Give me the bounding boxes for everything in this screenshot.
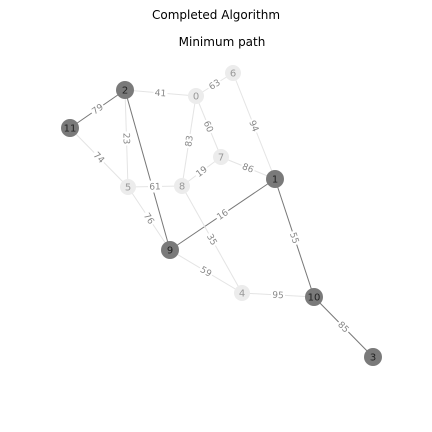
node-circle: [234, 285, 250, 301]
figure-title: Completed Algorithm: [152, 8, 280, 22]
edge-weight-label: 85: [335, 320, 350, 335]
edge-label-background: [89, 148, 109, 167]
edge-weight-label: 94: [246, 119, 260, 134]
edge-weight-label: 41: [154, 89, 166, 100]
edge-weight-label: 95: [272, 291, 284, 302]
node-label: 8: [179, 182, 185, 193]
node-circle: [266, 170, 284, 188]
node-11: 11: [61, 119, 79, 137]
node-3: 3: [364, 348, 382, 366]
node-circle: [225, 65, 241, 81]
edge-label-background: [270, 288, 286, 302]
edge-label-background: [213, 205, 232, 224]
figure-subtitle: Minimum path: [179, 35, 266, 49]
node-4: 4: [234, 285, 250, 301]
edge-label-background: [286, 229, 303, 247]
edge-label-background: [88, 100, 107, 118]
edge-label-background: [140, 209, 158, 228]
node-circle: [116, 81, 134, 99]
node-circle: [161, 241, 179, 259]
node-7: 7: [213, 149, 229, 165]
node-label: 4: [239, 289, 245, 300]
edge-weight-label: 55: [287, 231, 300, 245]
edge-weight-label: 35: [204, 233, 218, 248]
node-label: 10: [308, 293, 321, 304]
node-label: 1: [272, 175, 278, 186]
node-2: 2: [116, 81, 134, 99]
node-circle: [61, 119, 79, 137]
edge-label-background: [205, 75, 224, 94]
edge-weight-label: 23: [120, 133, 130, 145]
node-8: 8: [174, 178, 190, 194]
edge-label-background: [239, 159, 257, 177]
edge-label-background: [120, 131, 133, 146]
node-label: 6: [230, 69, 236, 80]
node-10: 10: [305, 288, 323, 306]
node-label: 7: [218, 153, 224, 164]
edge-label-background: [192, 162, 211, 181]
node-1: 1: [266, 170, 284, 188]
edge-weight-label: 59: [198, 265, 213, 280]
node-label: 0: [193, 92, 199, 103]
node-circle: [364, 348, 382, 366]
edge-label-background: [203, 230, 221, 249]
edge-label-background: [196, 262, 216, 281]
edge-2-9: [124, 89, 171, 251]
edge-weight-label: 74: [91, 151, 106, 166]
node-label: 5: [125, 183, 131, 194]
edge-weight-label: 86: [240, 162, 255, 176]
node-9: 9: [161, 241, 179, 259]
edge-label-background: [147, 180, 163, 193]
node-circle: [174, 178, 190, 194]
edge-weight-label: 60: [201, 120, 215, 135]
node-circle: [305, 288, 323, 306]
edge-label-background: [334, 317, 353, 337]
edge-label-background: [181, 133, 197, 149]
node-5: 5: [120, 179, 136, 195]
edge-weight-label: 61: [149, 182, 161, 192]
edge-weight-label: 83: [184, 135, 196, 148]
edge-weight-label: 63: [208, 78, 223, 93]
node-label: 2: [122, 86, 128, 97]
edge-label-background: [245, 117, 263, 135]
edge-label-background: [153, 86, 168, 100]
edge-label-background: [200, 117, 217, 136]
node-label: 3: [370, 353, 376, 364]
node-6: 6: [225, 65, 241, 81]
node-label: 11: [64, 124, 77, 135]
node-0: 0: [188, 88, 204, 104]
node-circle: [188, 88, 204, 104]
node-label: 9: [167, 246, 173, 257]
node-circle: [120, 179, 136, 195]
node-circle: [213, 149, 229, 165]
